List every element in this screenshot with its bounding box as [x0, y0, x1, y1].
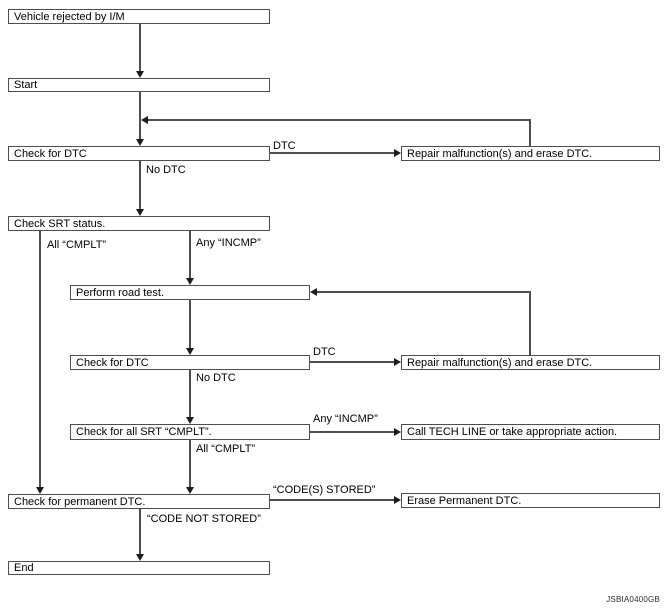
flow-arrowhead: [136, 139, 144, 146]
flow-arrowhead: [186, 278, 194, 285]
node-erase-permanent-dtc: Erase Permanent DTC.: [401, 493, 660, 508]
flow-line: [139, 92, 141, 139]
flow-line: [39, 231, 41, 487]
flow-line: [189, 370, 191, 417]
flow-line: [310, 431, 394, 433]
edge-label-any-incmp-1: Any “INCMP”: [196, 237, 261, 249]
flow-arrowhead: [394, 496, 401, 504]
edge-label-codes-stored: “CODE(S) STORED”: [273, 484, 376, 496]
node-vehicle-rejected: Vehicle rejected by I/M: [8, 9, 270, 24]
flow-arrowhead: [136, 554, 144, 561]
figure-code: JSBIA0400GB: [606, 595, 660, 604]
flow-line: [189, 300, 191, 348]
edge-label-all-cmplt-2: All “CMPLT”: [196, 443, 256, 455]
flow-line: [270, 152, 394, 154]
edge-label-no-dtc-1: No DTC: [146, 164, 186, 176]
flow-line: [310, 361, 394, 363]
node-check-dtc-2: Check for DTC: [70, 355, 310, 370]
node-perform-road-test: Perform road test.: [70, 285, 310, 300]
node-repair-erase-dtc-1: Repair malfunction(s) and erase DTC.: [401, 146, 660, 161]
flow-arrowhead: [136, 209, 144, 216]
node-end: End: [8, 561, 270, 575]
node-repair-erase-dtc-2: Repair malfunction(s) and erase DTC.: [401, 355, 660, 370]
flow-line: [139, 509, 141, 554]
flow-arrowhead: [394, 358, 401, 366]
flow-arrowhead: [136, 71, 144, 78]
flow-arrowhead: [141, 116, 148, 124]
edge-label-dtc-1: DTC: [273, 140, 296, 152]
flow-line: [270, 499, 394, 501]
edge-label-code-not-stored: “CODE NOT STORED”: [147, 513, 261, 525]
edge-label-any-incmp-2: Any “INCMP”: [313, 413, 378, 425]
node-check-dtc-1: Check for DTC: [8, 146, 270, 161]
node-start: Start: [8, 78, 270, 92]
node-check-srt-status: Check SRT status.: [8, 216, 270, 231]
flow-line: [189, 440, 191, 487]
flow-arrowhead: [394, 149, 401, 157]
flow-line: [139, 24, 141, 71]
edge-label-dtc-2: DTC: [313, 346, 336, 358]
flow-arrowhead: [186, 417, 194, 424]
flow-line: [148, 119, 531, 121]
flow-line: [317, 291, 531, 293]
flow-arrowhead: [394, 428, 401, 436]
flow-line: [529, 120, 531, 146]
node-call-tech-line: Call TECH LINE or take appropriate actio…: [401, 424, 660, 440]
edge-label-all-cmplt-1: All “CMPLT”: [47, 239, 107, 251]
flow-line: [139, 161, 141, 209]
flow-arrowhead: [186, 348, 194, 355]
edge-label-no-dtc-2: No DTC: [196, 372, 236, 384]
flow-arrowhead: [310, 288, 317, 296]
flow-arrowhead: [36, 487, 44, 494]
node-check-all-srt-cmplt: Check for all SRT “CMPLT”.: [70, 424, 310, 440]
flow-line: [529, 292, 531, 355]
node-check-permanent-dtc: Check for permanent DTC.: [8, 494, 270, 509]
flow-arrowhead: [186, 487, 194, 494]
flow-line: [189, 231, 191, 278]
